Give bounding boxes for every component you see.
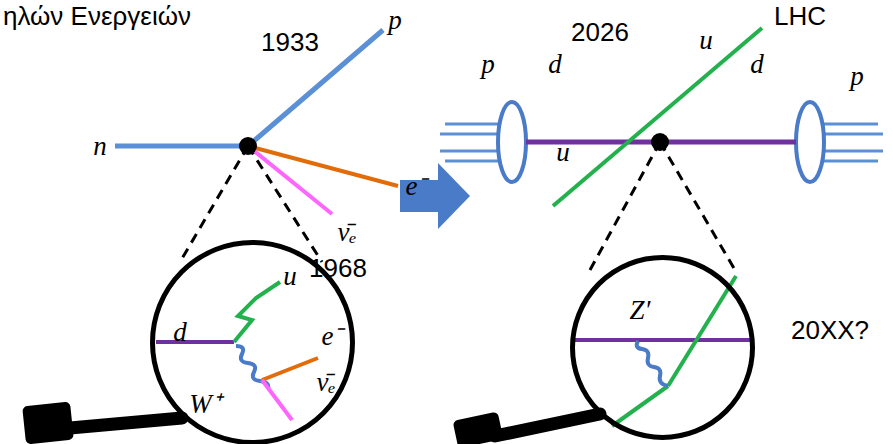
collider-label: LHC	[774, 3, 826, 29]
magnifier-circle: Z′	[570, 255, 755, 440]
boson-label: W⁺	[189, 391, 221, 418]
particle-label: e⁻	[406, 173, 427, 200]
year-label: 1933	[261, 29, 319, 55]
particle-label: n	[93, 133, 107, 160]
beta-decay	[115, 30, 398, 262]
year-label: 20XX?	[791, 317, 869, 343]
quark-label: d	[548, 51, 562, 78]
year-label: 1968	[309, 255, 367, 281]
quark-level-decay	[22, 282, 318, 444]
particle-label: d	[173, 319, 187, 346]
particle-label: p	[388, 7, 402, 34]
heading-fragment: ηλών Ενεργειών	[3, 3, 191, 29]
boson-label: e⁻	[322, 323, 343, 350]
new-physics-zoom	[453, 276, 750, 444]
year-label: 2026	[571, 19, 629, 45]
transition-arrow	[400, 163, 470, 229]
particle-label: p	[481, 51, 495, 78]
particle-label: p	[850, 63, 864, 90]
particle-label: ν̄ₑ	[316, 369, 335, 396]
lhc-collision	[440, 28, 883, 270]
particle-label: ν̄ₑ	[337, 219, 356, 246]
particle-label: u	[283, 263, 297, 290]
quark-label: d	[750, 51, 764, 78]
quark-label: u	[556, 139, 570, 166]
boson-label: Z′	[630, 297, 651, 324]
quark-label: u	[699, 27, 713, 54]
